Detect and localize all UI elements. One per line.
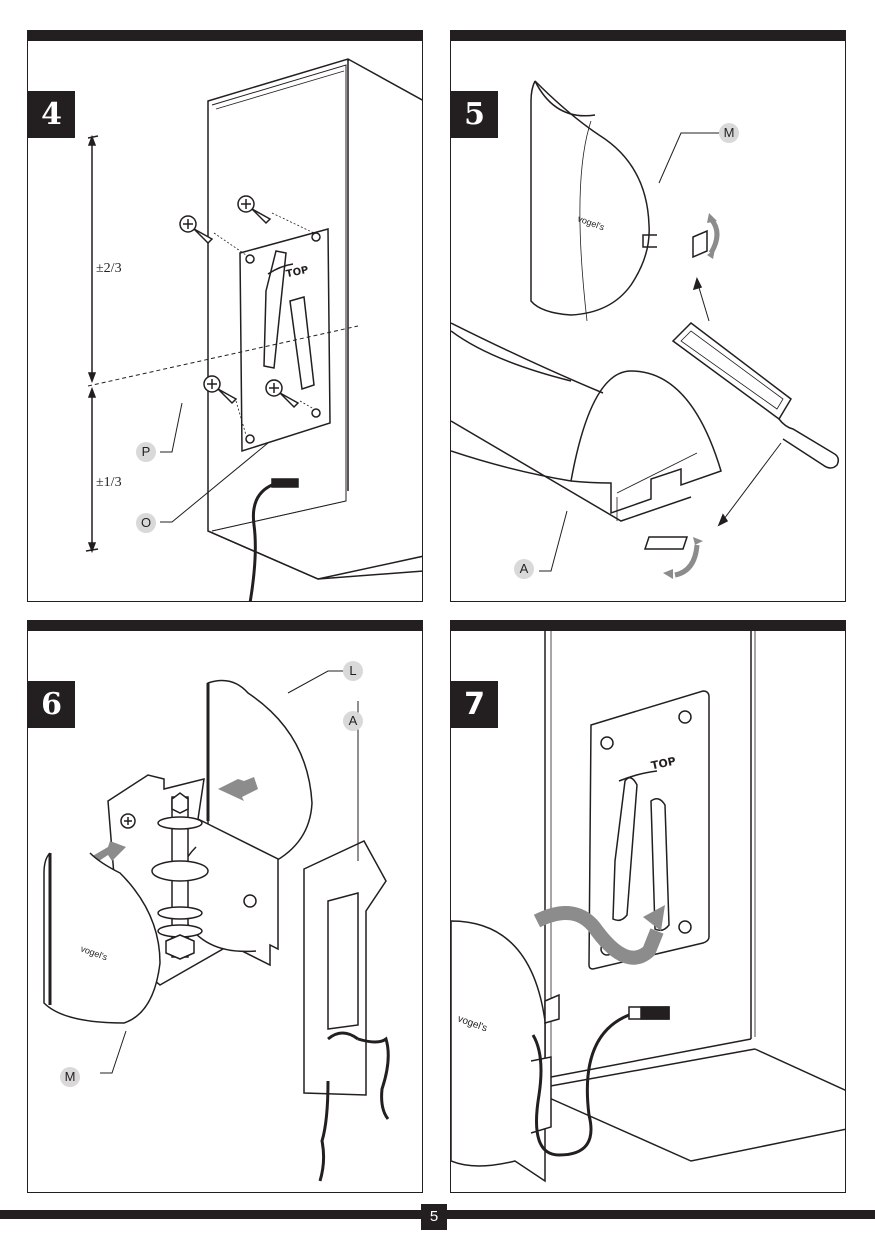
step-7-illustration: vogel's (451, 631, 845, 1183)
callout-m: M (60, 1067, 80, 1087)
dimension-label-lower: ±1/3 (96, 475, 122, 490)
step-5-panel: 5 (450, 30, 846, 602)
step-number: 4 (28, 91, 75, 138)
step-6-panel: 6 (27, 620, 423, 1193)
mounting-plate (239, 228, 331, 453)
callout-o: O (136, 513, 156, 533)
base-part-a (451, 322, 722, 522)
cover-part-m (530, 80, 657, 322)
callout-a: A (514, 559, 534, 579)
page-number: 5 (421, 1204, 447, 1230)
step-number: 7 (451, 681, 498, 728)
callout-m: M (719, 123, 739, 143)
hacksaw-icon (671, 322, 840, 469)
step-4-panel: 4 (27, 30, 423, 602)
screw-icon (203, 375, 238, 405)
callout-p: P (136, 442, 156, 462)
speaker-assembly (451, 920, 560, 1183)
base-part-a (303, 701, 387, 1096)
threaded-rod (151, 792, 209, 960)
callout-a: A (343, 711, 363, 731)
panel-header-bar (451, 621, 845, 631)
step-5-illustration: vogel's (451, 80, 840, 579)
dimension-label-upper: ±2/3 (96, 261, 122, 276)
cover-part-m (43, 852, 161, 1024)
step-4-illustration (85, 58, 422, 601)
step-6-illustration: vogel's (43, 670, 390, 1182)
callout-l: L (343, 661, 363, 681)
panel-header-bar (28, 621, 422, 631)
screw-icon (265, 379, 300, 409)
screw-icon (179, 215, 214, 245)
step-7-panel: 7 (450, 620, 846, 1193)
step-number: 5 (451, 91, 498, 138)
panel-header-bar (451, 31, 845, 41)
mounting-plate (588, 690, 710, 970)
step-number: 6 (28, 681, 75, 728)
screw-icon (237, 195, 272, 225)
panel-header-bar (28, 31, 422, 41)
